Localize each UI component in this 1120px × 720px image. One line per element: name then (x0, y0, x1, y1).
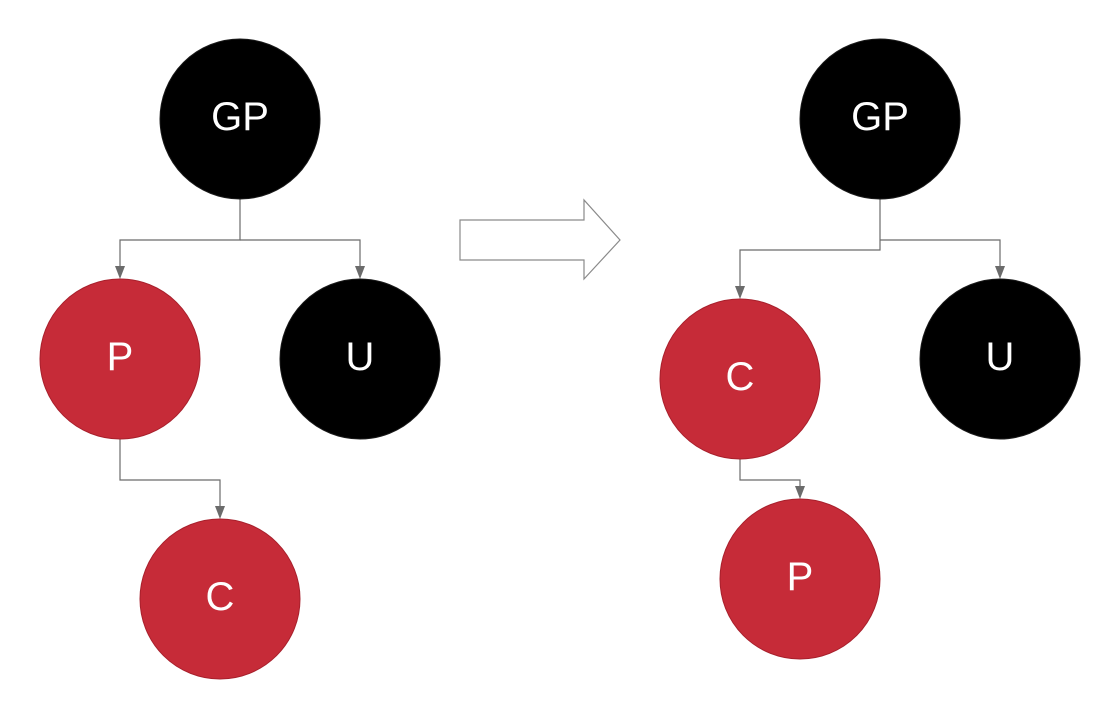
arrowhead-icon (795, 486, 805, 499)
node-c-label: C (726, 355, 755, 399)
node-u: U (279, 278, 441, 440)
node-c-circle (139, 518, 301, 680)
node-gp-circle (799, 38, 961, 200)
node-gp-label: GP (211, 95, 269, 139)
node-gp-circle (159, 38, 321, 200)
edge-p-to-c (119, 438, 221, 508)
node-p: P (719, 498, 881, 660)
after-tree: GP C U P (659, 38, 1081, 660)
edge-gp-to-c (739, 199, 881, 288)
node-u-label: U (986, 335, 1015, 379)
node-c: C (139, 518, 301, 680)
arrowhead-icon (355, 266, 365, 279)
arrowhead-icon (215, 506, 225, 519)
node-p-label: P (787, 555, 814, 599)
before-tree: GP P U C (39, 38, 441, 680)
node-u-circle (919, 278, 1081, 440)
edge-c-to-p (739, 458, 801, 488)
node-u: U (919, 278, 1081, 440)
node-u-circle (279, 278, 441, 440)
edge-gp-to-u (240, 239, 361, 268)
node-u-label: U (346, 335, 375, 379)
node-gp: GP (159, 38, 321, 200)
node-p-circle (719, 498, 881, 660)
node-gp-label: GP (851, 95, 909, 139)
arrowhead-icon (995, 266, 1005, 279)
node-p: P (39, 278, 201, 440)
node-p-label: P (107, 335, 134, 379)
right-arrow-icon (459, 198, 621, 281)
node-p-circle (39, 278, 201, 440)
edge-gp-to-p (119, 199, 241, 268)
node-c: C (659, 298, 821, 460)
node-c-label: C (206, 575, 235, 619)
node-c-circle (659, 298, 821, 460)
arrowhead-icon (735, 286, 745, 299)
arrowhead-icon (115, 266, 125, 279)
node-gp: GP (799, 38, 961, 200)
edge-gp-to-u (880, 239, 1001, 268)
